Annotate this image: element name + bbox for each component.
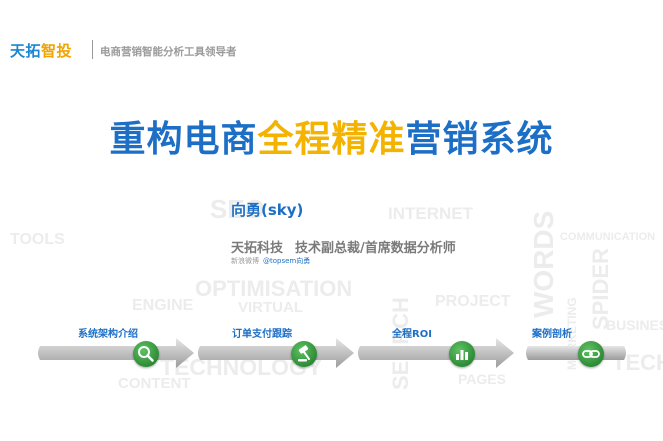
presenter-name: 向勇(sky): [231, 201, 304, 219]
watermark-word: VIRTUAL: [238, 299, 303, 316]
watermark-word: WORDS: [528, 210, 559, 318]
step-bar: [524, 336, 630, 370]
watermark-word: PAGES: [458, 371, 506, 387]
slide-title: 重构电商全程精准营销系统: [0, 118, 663, 162]
title-part-2: 全程精准: [257, 119, 406, 160]
watermark-word: OPTIMISATION: [195, 276, 353, 301]
weibo-label: 新浪微博: [231, 257, 259, 265]
chain-link-icon: [578, 341, 604, 367]
watermark-word: BUSINESS: [606, 317, 663, 333]
step-label-roi: 全程ROI: [392, 329, 432, 340]
weibo-handle: @topsem向勇: [263, 257, 311, 265]
watermark-word: SEO: [210, 194, 265, 224]
gavel-icon: [291, 341, 317, 367]
header-divider: [92, 40, 93, 59]
bar-chart-icon: [449, 341, 475, 367]
title-part-3: 营销系统: [405, 119, 554, 160]
watermark-word: TECHNOLOGY: [160, 354, 323, 380]
title-part-1: 重构电商: [109, 119, 258, 160]
magnifier-icon: [133, 341, 159, 367]
watermark-word: ENGINE: [132, 297, 194, 314]
step-arrow: [196, 336, 356, 370]
presenter-affiliation: 天拓科技技术副总裁/首席数据分析师: [231, 237, 456, 256]
presenter-position: 技术副总裁/首席数据分析师: [295, 241, 456, 256]
step-label-order-tracking: 订单支付跟踪: [232, 329, 292, 340]
brand-tagline: 电商营销智能分析工具领导者: [100, 46, 237, 58]
watermark-word: PROJECT: [435, 293, 511, 310]
step-arrow: [356, 336, 516, 370]
step-arrow: [36, 336, 196, 370]
watermark-word: COMMUNICATION: [560, 231, 656, 243]
watermark-word: TOOLS: [10, 231, 65, 248]
brand-logo: 天拓智投: [10, 42, 73, 60]
weibo-contact: 新浪微博 @topsem向勇: [231, 256, 310, 266]
watermark-word: CONTENT: [118, 375, 191, 392]
company-name: 天拓科技: [231, 241, 284, 256]
step-label-architecture: 系统架构介绍: [78, 329, 138, 340]
step-label-case-study: 案例剖析: [532, 329, 572, 340]
watermark-word: INTERNET: [388, 204, 473, 223]
